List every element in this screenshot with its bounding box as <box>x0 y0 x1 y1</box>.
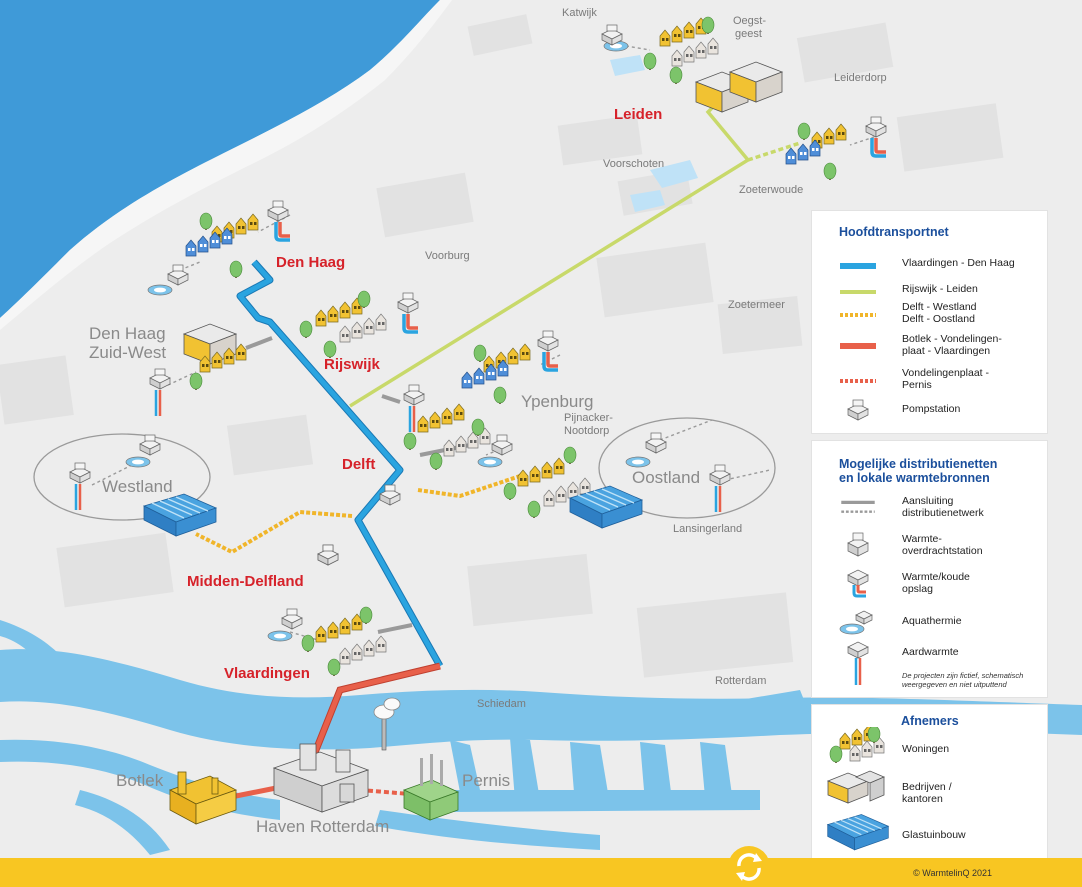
town-label-zoetermeer: Zoetermeer <box>728 299 785 311</box>
town-label-voorburg: Voorburg <box>425 250 470 262</box>
legend-note-2: weergegeven en niet uitputtend <box>902 680 1007 689</box>
region-label-den-haag-zw-2: Zuid-West <box>89 343 167 362</box>
legend-item-rijswijk-leiden: Rijswijk - Leiden <box>812 279 1047 305</box>
region-label-haven-rotterdam: Haven Rotterdam <box>256 817 390 836</box>
town-label-zoeterwoude: Zoeterwoude <box>739 184 804 196</box>
heat-storage-icon <box>847 569 869 598</box>
office-icon <box>826 770 886 804</box>
legend-item-warmte-overdrachtstation: Warmte- overdrachtstation <box>812 529 1047 561</box>
town-label-voorschoten: Voorschoten <box>603 158 665 170</box>
town-label-lansingerland: Lansingerland <box>673 523 743 535</box>
blue-pipe-icon <box>840 263 876 269</box>
legend-afnemers-title: Afnemers <box>901 714 959 728</box>
legend-item-botlek-vlaardingen: Botlek - Vondelingen- plaat - Vlaardinge… <box>812 333 1047 361</box>
town-label-pijnacker-2: Nootdorp <box>564 425 610 437</box>
region-label-ypenburg: Ypenburg <box>521 392 594 411</box>
aquathermy-icon <box>839 610 873 635</box>
region-label-westland: Westland <box>102 477 173 496</box>
green-pipe-icon <box>840 290 876 294</box>
factory-icon <box>272 697 401 813</box>
legend-transport-panel: Hoofdtransportnet Vlaardingen - Den Haag… <box>812 211 1047 433</box>
town-label-schiedam: Schiedam <box>477 698 526 710</box>
region-label-den-haag-zw: Den Haag <box>89 324 166 343</box>
town-label-katwijk: Katwijk <box>562 7 597 19</box>
city-label-leiden: Leiden <box>614 106 663 123</box>
legend-transport-title: Hoofdtransportnet <box>839 225 949 239</box>
city-label-den-haag: Den Haag <box>276 254 346 271</box>
legend-item-pompstation: Pompstation <box>812 395 1047 425</box>
legend-distribution-panel: Mogelijke distributienetten en lokale wa… <box>812 441 1047 697</box>
zoeterwoude-cluster-icon <box>785 116 888 181</box>
city-label-rijswijk: Rijswijk <box>324 356 380 373</box>
city-label-midden-delfland: Midden-Delfland <box>187 573 304 590</box>
factory-icon <box>402 754 460 821</box>
region-label-botlek: Botlek <box>116 771 164 790</box>
legend-item-glastuinbouw: Glastuinbouw <box>812 813 1047 857</box>
city-label-vlaardingen: Vlaardingen <box>224 665 310 682</box>
greenhouse-icon <box>827 813 889 851</box>
legend-item-delft-westland-oostland: Delft - Westland Delft - Oostland <box>812 301 1047 329</box>
region-label-oostland: Oostland <box>632 468 701 487</box>
transfer-station-icon <box>847 532 869 557</box>
legend-item-vondelingenplaat-pernis: Vondelingenplaat - Pernis <box>812 367 1047 395</box>
legend-item-woningen: Woningen <box>812 727 1047 765</box>
footer-bar: © WarmtelinQ 2021 <box>0 846 1082 887</box>
region-label-pernis: Pernis <box>462 771 511 790</box>
town-label-rotterdam: Rotterdam <box>715 675 767 687</box>
town-label-oegstgeest-2: geest <box>735 28 762 40</box>
red-pipe-icon <box>840 343 876 349</box>
geothermal-icon <box>847 641 869 685</box>
pumpstation-icon <box>847 399 869 421</box>
legend-item-vlaardingen-den-haag: Vlaardingen - Den Haag <box>812 253 1047 279</box>
legend-item-warmte-koude-opslag: Warmte/koude opslag <box>812 565 1047 601</box>
city-label-delft: Delft <box>342 456 376 473</box>
yellow-dashed-pipe-icon <box>840 313 876 317</box>
copyright-text: © WarmtelinQ 2021 <box>913 868 992 878</box>
legend-afnemers-panel: Afnemers Woningen Bedrijven / kantoren <box>812 705 1047 865</box>
red-dashed-pipe-icon <box>840 379 876 383</box>
legend-item-aardwarmte: Aardwarmte <box>812 639 1047 687</box>
legend-item-aansluiting: Aansluiting distributienetwerk <box>812 495 1047 523</box>
legend-distribution-title: Mogelijke distributienetten <box>839 457 998 471</box>
rijswijk-cluster-icon <box>299 290 420 359</box>
legend-note: De projecten zijn fictief, schematisch <box>902 671 1024 680</box>
transfer-station-icon <box>317 544 339 566</box>
town-label-leiderdorp: Leiderdorp <box>834 72 887 84</box>
houses-icon <box>829 727 885 764</box>
town-label-pijnacker: Pijnacker- <box>564 412 613 424</box>
distribution-connection-icon <box>841 500 875 513</box>
legend-item-bedrijven: Bedrijven / kantoren <box>812 769 1047 809</box>
legend-distribution-title-2: en lokale warmtebronnen <box>839 471 990 485</box>
factory-icon <box>169 771 237 825</box>
town-label-oegstgeest: Oegst- <box>733 15 767 27</box>
warmtelinq-logo-icon <box>728 846 770 887</box>
legend-item-aquathermie: Aquathermie <box>812 607 1047 637</box>
